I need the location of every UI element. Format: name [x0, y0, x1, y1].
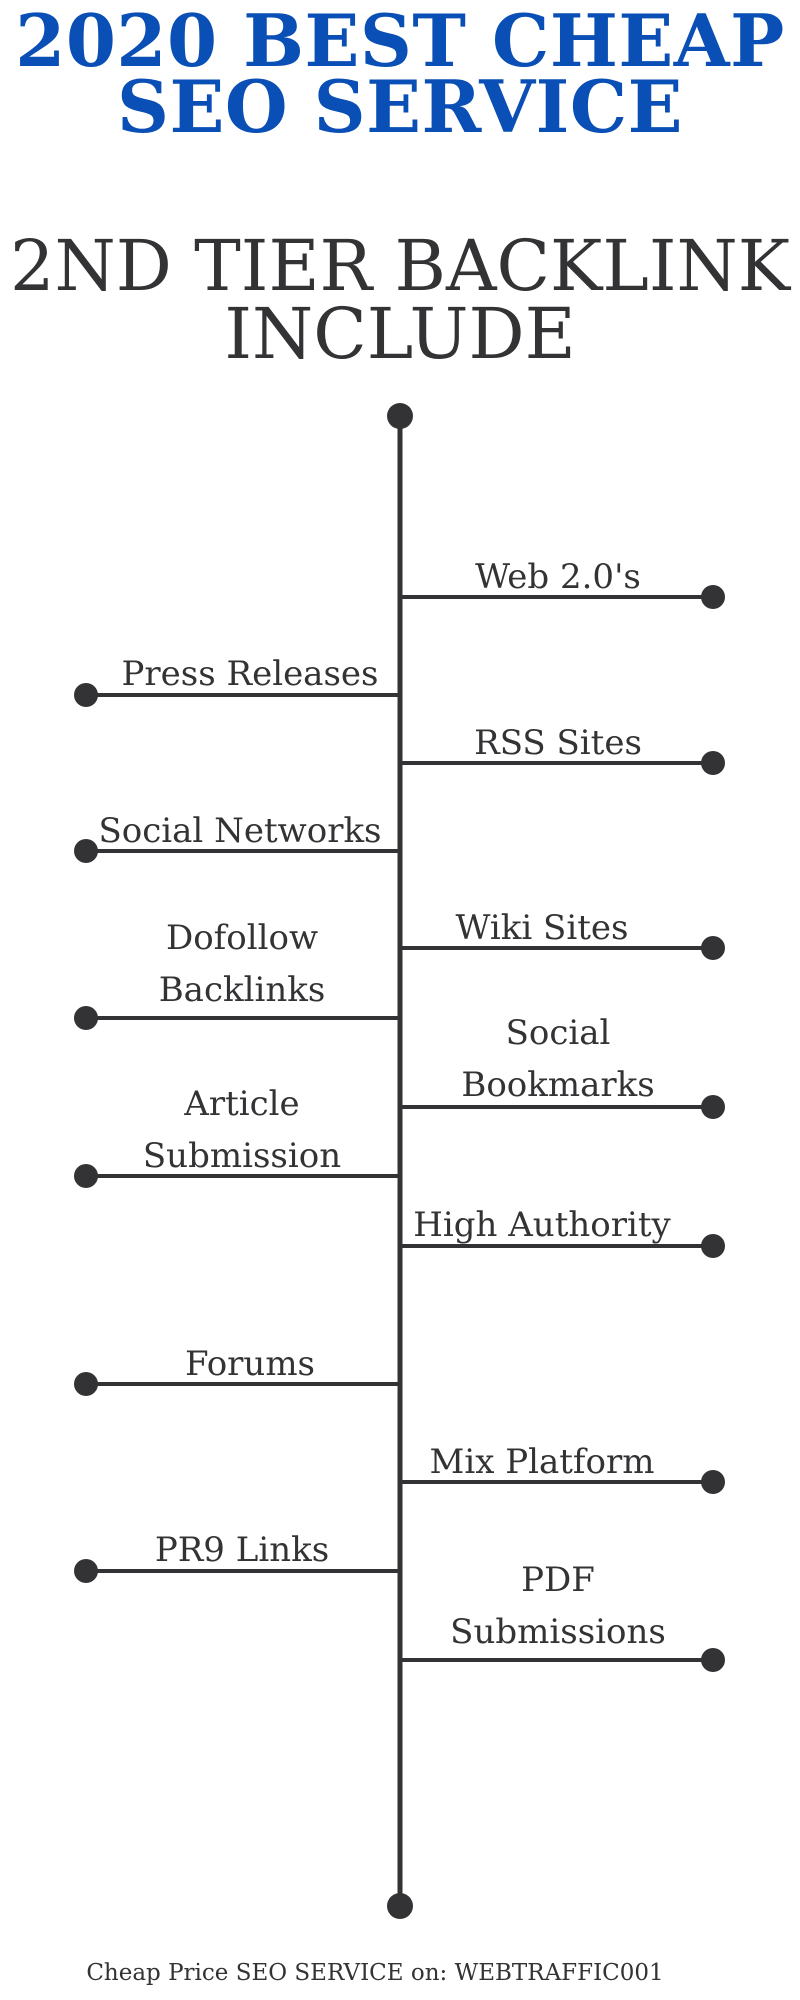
subtitle-line-1: 2ND TIER BACKLINK — [9, 225, 791, 307]
timeline-label-article-submission: Article Submission — [92, 1078, 392, 1182]
timeline-label-forums: Forums — [100, 1338, 400, 1390]
timeline-label-social-bookmarks: Social Bookmarks — [408, 1007, 708, 1111]
timeline-label-rss-sites-line-1: RSS Sites — [474, 723, 642, 763]
footer-text: Cheap Price SEO SERVICE on: WEBTRAFFIC00… — [86, 1960, 664, 1986]
branch-dot-forums — [74, 1372, 98, 1396]
timeline-label-dofollow-backlinks: Dofollow Backlinks — [92, 912, 392, 1016]
branch-dot-article-submission — [74, 1164, 98, 1188]
timeline-label-web20: Web 2.0's — [408, 551, 708, 603]
timeline-label-social-networks: Social Networks — [90, 805, 390, 857]
timeline-label-wiki-sites: Wiki Sites — [392, 902, 692, 954]
timeline-label-article-submission-line-1: Article — [184, 1084, 300, 1124]
timeline-start-dot — [387, 403, 413, 429]
branch-dot-high-authority — [701, 1234, 725, 1258]
branch-dot-pdf-submissions — [701, 1648, 725, 1672]
branch-dot-press-releases — [74, 683, 98, 707]
timeline-label-pdf-submissions-line-1: PDF — [521, 1560, 595, 1600]
branch-dot-social-bookmarks — [701, 1095, 725, 1119]
timeline-label-pdf-submissions: PDF Submissions — [408, 1554, 708, 1658]
branch-dot-web20 — [701, 585, 725, 609]
branch-dot-rss-sites — [701, 751, 725, 775]
timeline-label-pr9-links-line-1: PR9 Links — [154, 1530, 330, 1570]
timeline-label-high-authority: High Authority — [392, 1199, 692, 1251]
timeline-label-mix-platform-line-1: Mix Platform — [429, 1442, 655, 1482]
timeline-label-pr9-links: PR9 Links — [92, 1524, 392, 1576]
branch-dot-dofollow-backlinks — [74, 1006, 98, 1030]
subtitle-line-2: INCLUDE — [224, 293, 576, 375]
branch-dot-mix-platform — [701, 1470, 725, 1494]
timeline-label-high-authority-line-1: High Authority — [413, 1205, 671, 1245]
subtitle: 2ND TIER BACKLINK INCLUDE — [0, 225, 800, 375]
branch-dot-social-networks — [74, 839, 98, 863]
timeline-label-social-networks-line-1: Social Networks — [98, 811, 382, 851]
timeline-label-wiki-sites-line-1: Wiki Sites — [455, 908, 629, 948]
branch-dot-wiki-sites — [701, 936, 725, 960]
timeline-label-rss-sites: RSS Sites — [408, 717, 708, 769]
timeline-label-social-bookmarks-line-2: Bookmarks — [461, 1065, 655, 1105]
timeline-label-web20-line-1: Web 2.0's — [475, 557, 641, 597]
timeline-label-press-releases-line-1: Press Releases — [121, 654, 379, 694]
timeline-label-forums-line-1: Forums — [184, 1344, 316, 1384]
timeline-label-dofollow-backlinks-line-1: Dofollow — [165, 918, 319, 958]
timeline-label-press-releases: Press Releases — [100, 648, 400, 700]
timeline-label-mix-platform: Mix Platform — [392, 1436, 692, 1488]
timeline-label-dofollow-backlinks-line-2: Backlinks — [158, 970, 326, 1010]
branch-dot-pr9-links — [74, 1559, 98, 1583]
timeline-label-social-bookmarks-line-1: Social — [505, 1013, 611, 1053]
main-title-line-2: SEO SERVICE — [116, 64, 684, 149]
timeline-label-pdf-submissions-line-2: Submissions — [450, 1612, 666, 1652]
timeline-label-article-submission-line-2: Submission — [142, 1136, 342, 1176]
main-title: 2020 BEST CHEAP SEO SERVICE — [0, 0, 800, 149]
main-title-line-1: 2020 BEST CHEAP — [15, 0, 785, 83]
timeline-end-dot — [387, 1893, 413, 1919]
